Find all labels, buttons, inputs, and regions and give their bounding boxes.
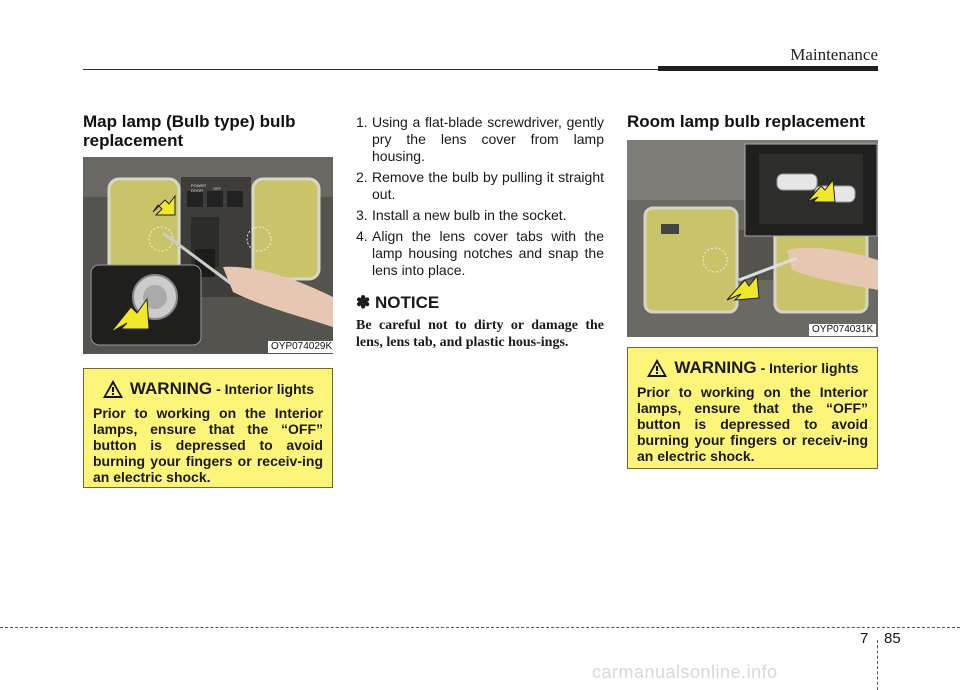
header-rule [83,69,878,70]
step-text: Install a new bulb in the socket. [372,207,567,223]
power-label: POWER [191,183,206,188]
warning-word: WARNING [674,358,757,377]
warning-box-right: WARNING - Interior lights Prior to worki… [627,347,878,469]
chapter-number: 7 [860,630,869,647]
page-number: 85 [884,630,901,647]
step-item: 1.Using a flat-blade screwdriver, gently… [356,114,604,165]
step-text: Using a flat-blade screwdriver, gently p… [372,114,604,164]
header-accent-bar [658,66,878,71]
warning-word: WARNING [129,379,213,398]
step-number: 2. [356,169,368,185]
watermark: carmanualsonline.info [592,662,778,682]
step-item: 2.Remove the bulb by pulling it straight… [356,169,604,203]
room-lamp-image-code: OYP074031K [809,324,877,336]
warning-subtitle: - Interior lights [216,381,315,397]
step-item: 4.Align the lens cover tabs with the lam… [356,228,604,279]
section-title: Maintenance [790,45,878,64]
warning-header: WARNING - Interior lights [93,379,323,399]
room-lamp-photo [627,140,878,337]
warning-triangle-icon [647,359,668,377]
step-text: Align the lens cover tabs with the lamp … [372,228,604,278]
map-lamp-image-code: OYP074029K [268,341,336,353]
step-item: 3.Install a new bulb in the socket. [356,207,604,224]
step-text: Remove the bulb by pulling it straight o… [372,169,604,202]
warning-triangle-icon [102,380,123,398]
replacement-steps: 1.Using a flat-blade screwdriver, gently… [356,114,604,283]
warning-box-left: WARNING - Interior lights Prior to worki… [83,368,333,488]
warning-subtitle: - Interior lights [760,360,859,376]
step-number: 4. [356,228,368,244]
notice-title: ✽ NOTICE [356,293,440,312]
warning-header: WARNING - Interior lights [637,358,868,378]
step-number: 1. [356,114,368,130]
warning-body: Prior to working on the Interior lamps, … [637,384,868,464]
footer-rule [0,627,960,628]
warning-body: Prior to working on the Interior lamps, … [93,405,323,485]
step-number: 3. [356,207,368,223]
map-lamp-photo: POWER DOOR OFF [83,157,333,354]
room-lamp-heading: Room lamp bulb replacement [627,112,866,131]
footer-divider [877,640,878,690]
map-lamp-heading: Map lamp (Bulb type) bulb replacement [83,112,296,150]
door-label: DOOR [191,188,203,193]
off-label: OFF [213,186,222,191]
notice-body: Be careful not to dirty or damage the le… [356,318,604,350]
